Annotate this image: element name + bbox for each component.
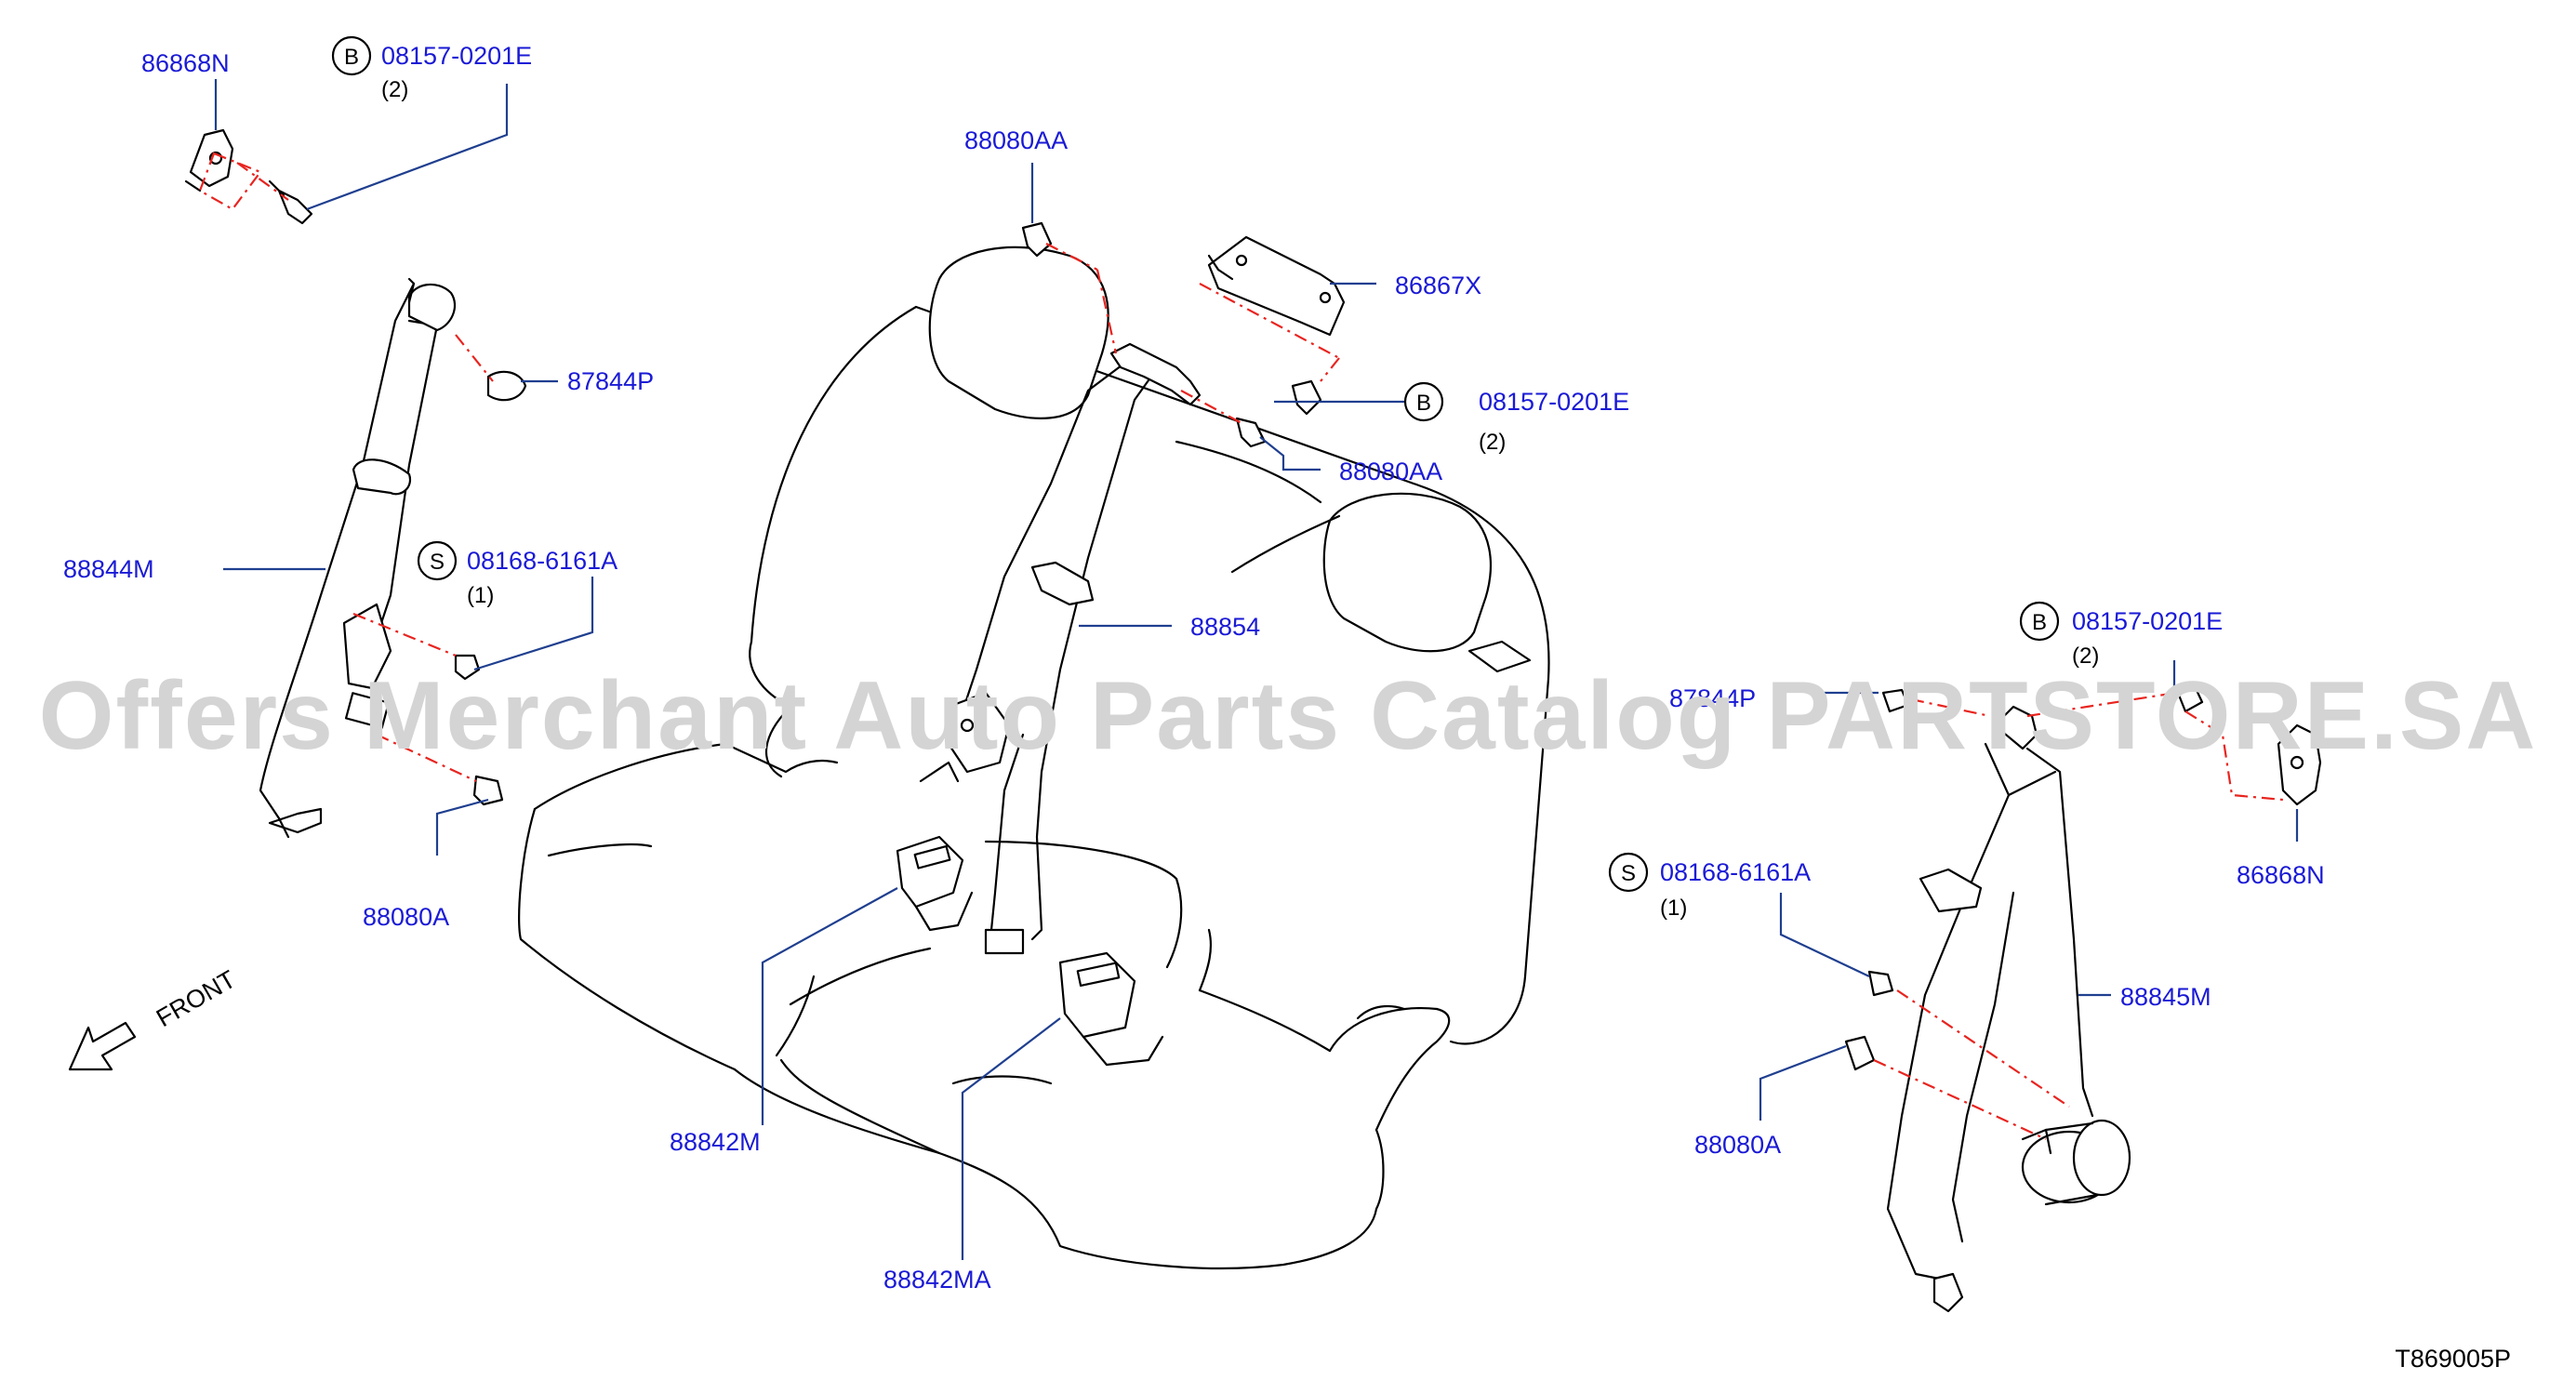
qty-08168-right: (1) [1660,896,1687,921]
front-label: FRONT [152,965,241,1032]
label-08157-0201E-top[interactable]: 08157-0201E [381,42,532,70]
label-87844P-left[interactable]: 87844P [567,367,654,395]
label-88080A-right[interactable]: 88080A [1694,1131,1781,1159]
circle-b-right-letter: B [2032,610,2047,635]
label-08168-6161A-left[interactable]: 08168-6161A [467,547,617,575]
label-88845M[interactable]: 88845M [2120,983,2211,1011]
left-upper-bracket [184,128,234,192]
label-08168-6161A-right[interactable]: 08168-6161A [1660,858,1811,886]
center-bolts [1021,221,1322,448]
dash-connector-lines [198,152,2284,1140]
circle-b-mid-letter: B [1416,391,1431,416]
label-88080AA-top[interactable]: 88080AA [964,126,1068,154]
label-86868N-right[interactable]: 86868N [2237,861,2325,889]
qty-08157-mid: (2) [1479,430,1506,455]
label-86867X[interactable]: 86867X [1395,272,1481,299]
circle-s-left-letter: S [430,550,445,575]
watermark: Offers Merchant Auto Parts Catalog PARTS… [39,662,2538,770]
circle-b-top-letter: B [344,45,359,70]
part-labels: 86868N 08157-0201E (2) 87844P 88844M 081… [63,42,2325,1294]
qty-08157-top: (2) [381,77,408,102]
label-88080A-left[interactable]: 88080A [363,903,449,931]
leader-lines [214,79,2299,1260]
circle-s-right [1608,852,1649,893]
right-seat-belt-assembly [1886,705,2131,1313]
label-88080AA-mid[interactable]: 88080AA [1339,458,1442,485]
circle-s-right-letter: S [1621,861,1636,886]
rear-seat-illustration [518,245,1550,1270]
label-86868N-top[interactable]: 86868N [141,49,230,77]
qty-08157-right: (2) [2072,644,2099,669]
circle-b-mid [1403,381,1444,422]
label-88844M[interactable]: 88844M [63,555,154,583]
qty-08168-left: (1) [467,583,494,608]
label-88842M[interactable]: 88842M [670,1128,761,1156]
buckle-88842M [896,835,974,932]
right-lower-bracket [2277,723,2322,806]
label-88854[interactable]: 88854 [1190,613,1260,641]
reference-circles: B S B B S [331,35,2060,893]
left-seat-belt-assembly [259,277,457,839]
front-arrow-icon [68,1021,137,1071]
circle-b-right [2019,601,2060,642]
buckle-88842MA [1058,951,1164,1067]
circle-s-left [417,540,458,581]
front-direction-indicator: FRONT [68,965,241,1071]
right-bolts [1844,684,2204,1071]
label-08157-0201E-right[interactable]: 08157-0201E [2072,607,2223,635]
center-seat-belt-assembly [919,342,1202,955]
label-08157-0201E-mid[interactable]: 08157-0201E [1479,388,1629,416]
label-88842MA[interactable]: 88842MA [883,1266,991,1294]
upper-bracket-86867X [1207,235,1346,337]
diagram-code: T869005P [2395,1345,2511,1373]
label-87844P-right[interactable]: 87844P [1669,684,1756,712]
circle-b-top [331,35,372,76]
